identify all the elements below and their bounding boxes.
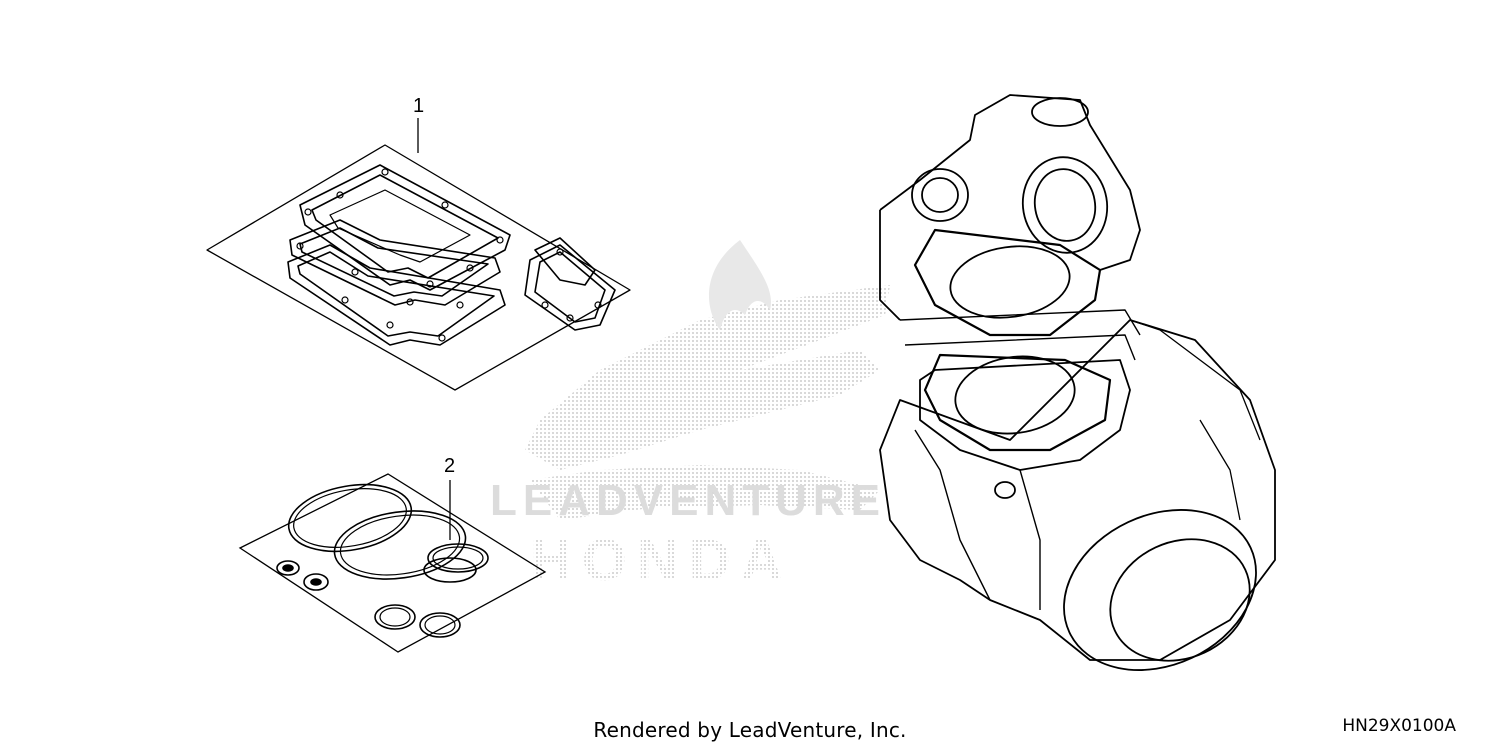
o-ring-small-a (374, 604, 416, 630)
bolt-holes (296, 168, 602, 342)
gasket-kit-1 (206, 118, 631, 391)
o-ring-large-b (333, 510, 467, 580)
render-credit: Rendered by LeadVenture, Inc. (593, 718, 907, 742)
exhaust-port (911, 168, 969, 222)
seal-small-b (303, 573, 329, 591)
gasket-cylinder-head (913, 228, 1102, 337)
crankcase-cover (1063, 509, 1257, 671)
watermark: LEADVENTURE HONDA (490, 240, 890, 593)
o-ring-small-b (419, 612, 461, 638)
o-ring-medium-a (427, 543, 489, 573)
watermark-wing-lower (530, 465, 880, 520)
head-cap (1031, 97, 1089, 127)
gasket-rocker-cover-top (299, 164, 511, 291)
cylinder-head (879, 94, 1141, 271)
gasket-kit-1-sheet (206, 144, 631, 391)
flame-icon (708, 240, 771, 330)
diagram-code: HN29X0100A (1342, 716, 1456, 736)
cylinder-block (919, 359, 1131, 471)
mount-boss (994, 481, 1016, 499)
gasket-middle (289, 219, 501, 306)
gasket-lower (287, 244, 506, 346)
intake-port (1021, 156, 1109, 254)
gasket-cylinder-base (923, 353, 1112, 452)
crankcase (879, 319, 1276, 661)
gasket-kit-2 (238, 473, 547, 653)
gasket-small (524, 244, 616, 331)
seal-small-a (276, 560, 300, 576)
callout-number-1: 1 (413, 95, 425, 117)
engine-assembly (879, 94, 1276, 671)
watermark-brand-text: HONDA (530, 528, 793, 593)
watermark-upper-text: LEADVENTURE (490, 476, 886, 525)
watermark-wing-logo (525, 285, 890, 470)
gasket-kit-2-sheet (238, 473, 547, 653)
o-ring-large-a (287, 483, 413, 553)
o-ring-medium-b (423, 557, 477, 583)
callout-number-2: 2 (444, 455, 456, 477)
